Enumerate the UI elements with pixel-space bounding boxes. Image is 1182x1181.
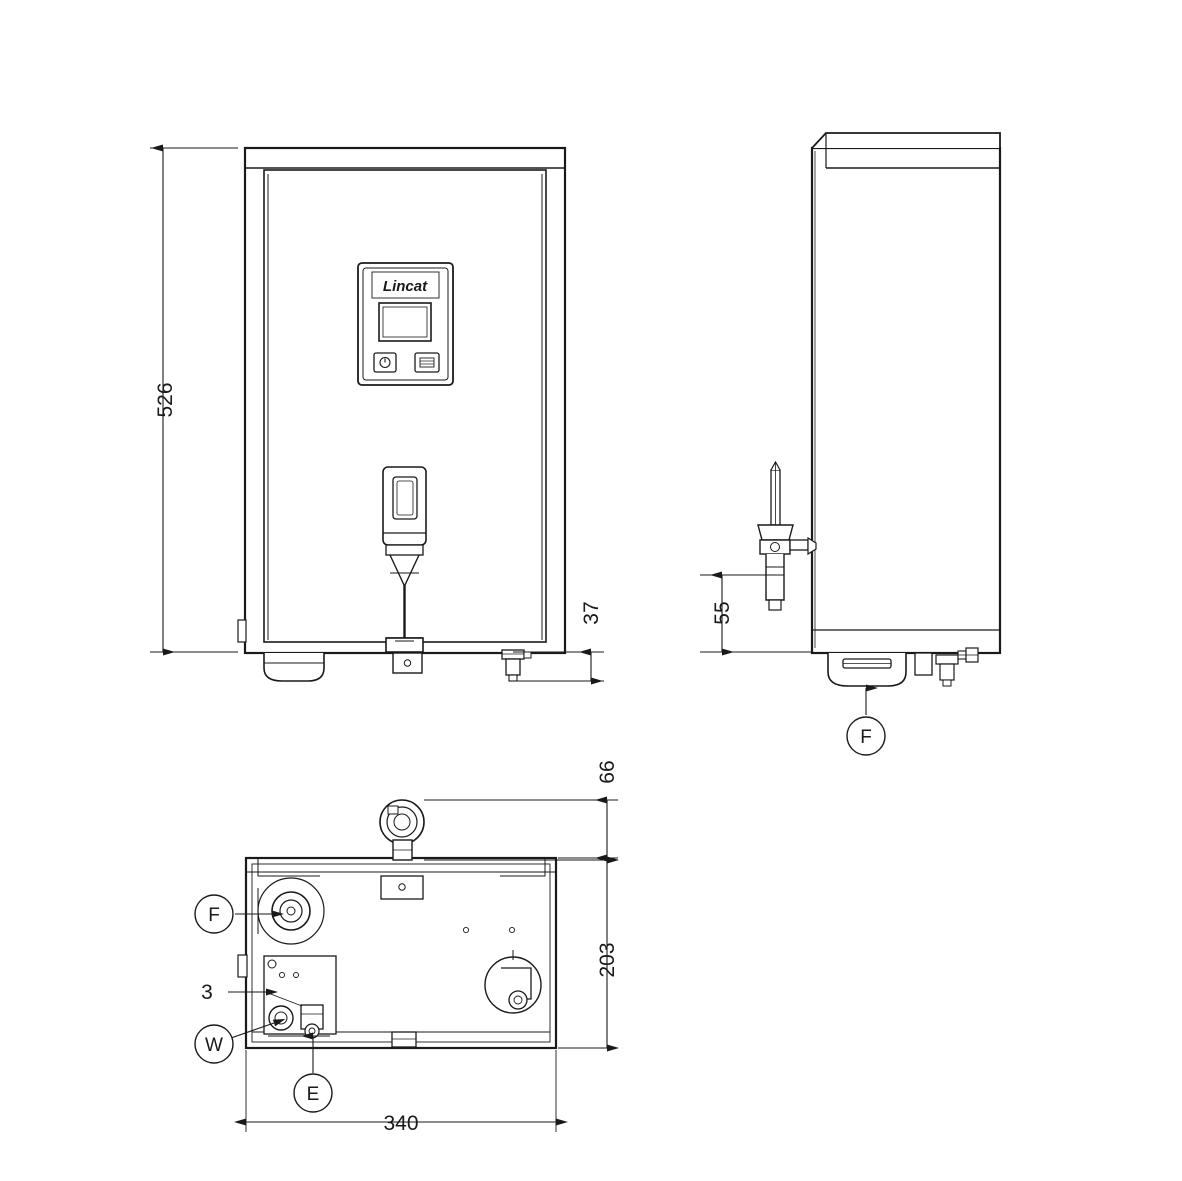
dimension-label-203: 203 [596, 942, 619, 977]
dimension-label-55: 55 [711, 601, 734, 624]
balloon-side-outlet [846, 684, 886, 756]
dimension-label-526: 526 [154, 382, 177, 417]
dimension-55 [700, 571, 812, 656]
dimension-label-3: 3 [201, 981, 213, 1004]
balloon-label-side-outlet: F [860, 727, 872, 748]
dimension-203 [558, 854, 620, 1052]
balloon-plan-electric [293, 1032, 333, 1113]
dimension-label-37: 37 [580, 601, 603, 624]
dimension-37 [513, 648, 604, 685]
brand-label: Lincat [383, 278, 428, 295]
dimension-label-66: 66 [596, 760, 619, 783]
dimension-label-340: 340 [383, 1112, 418, 1135]
front-view [237, 146, 567, 682]
balloon-label-plan-fill: F [208, 905, 220, 926]
balloon-label-plan-water: W [205, 1035, 223, 1056]
side-view [757, 132, 1002, 687]
balloon-label-plan-electric: E [307, 1084, 320, 1105]
balloon-plan-fill [194, 894, 285, 934]
dimension-340 [233, 1050, 569, 1132]
dimension-66 [424, 796, 620, 864]
balloon-plan-water [194, 1019, 286, 1064]
plan-view [237, 799, 558, 1050]
dimension-526 [150, 144, 238, 656]
